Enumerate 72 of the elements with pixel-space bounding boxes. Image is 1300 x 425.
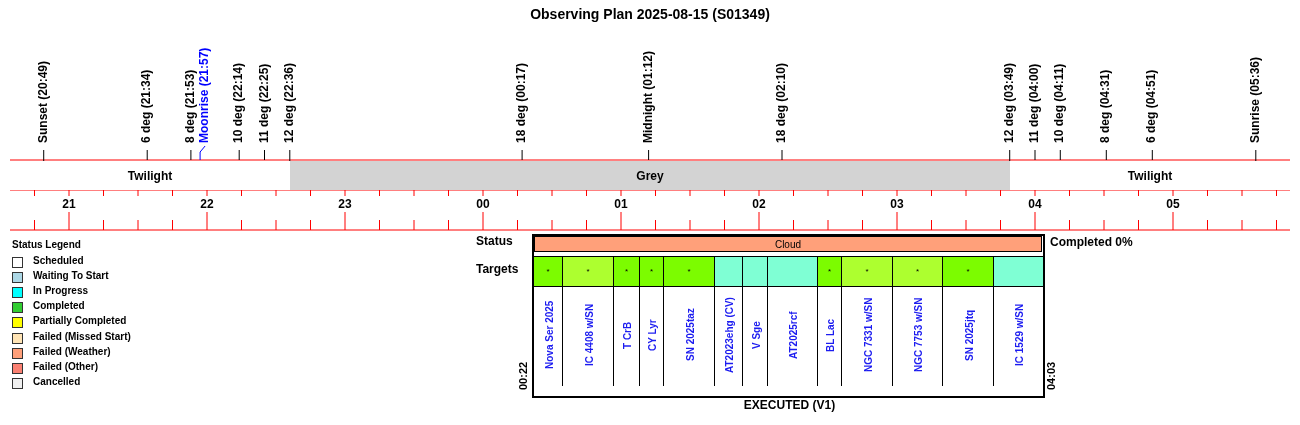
chart-title: Observing Plan 2025-08-15 (S01349)	[529, 6, 771, 22]
event-label: 18 deg (02:10)	[775, 62, 789, 143]
target-name: BL Lac	[824, 318, 836, 352]
target-status-cell: *	[562, 256, 614, 287]
target-status-cell	[993, 256, 1044, 287]
event-label: Midnight (01:12)	[642, 51, 656, 143]
event-label: Sunset (20:49)	[37, 60, 51, 143]
legend-label: Failed (Missed Start)	[33, 330, 131, 342]
hour-label: 21	[61, 197, 77, 211]
event-label: 12 deg (22:36)	[283, 62, 297, 143]
hour-label: 01	[613, 197, 629, 211]
legend-label: Cancelled	[33, 375, 81, 387]
row-label: Status	[476, 234, 513, 248]
legend-title: Status Legend	[12, 239, 81, 250]
target-status-cell	[767, 256, 818, 287]
sky-band: Twilight	[1010, 161, 1290, 190]
hour-label: 22	[199, 197, 215, 211]
completion-label: Completed 0%	[1050, 235, 1133, 249]
time-label: 04:03	[1044, 361, 1058, 390]
hour-label: 00	[475, 197, 491, 211]
target-name: Nova Ser 2025	[543, 300, 554, 370]
hour-label: 02	[751, 197, 767, 211]
legend-label: In Progress	[33, 285, 89, 297]
target-name: SN 2025jtq	[963, 309, 974, 361]
target-name: V Sge	[750, 321, 761, 349]
target-name: NGC 7331 w/SN	[862, 297, 873, 373]
event-label: 11 deg (04:00)	[1028, 63, 1042, 143]
time-label: 00:22	[516, 361, 530, 390]
sky-band: Twilight	[10, 161, 290, 190]
event-label: 10 deg (04:11)	[1053, 63, 1067, 143]
event-label: 8 deg (21:53)	[184, 69, 198, 143]
event-label: 12 deg (03:49)	[1003, 62, 1017, 143]
target-name: CY Lyr	[646, 319, 658, 351]
target-name: NGC 7753 w/SN	[912, 297, 924, 373]
event-label: 10 deg (22:14)	[232, 62, 246, 143]
hour-label: 04	[1027, 197, 1043, 211]
target-name: IC 4408 w/SN	[583, 303, 594, 367]
row-label: Targets	[476, 262, 519, 276]
target-name: AT2023ehg (CV)	[723, 297, 735, 373]
target-status-cell: *	[942, 256, 994, 287]
target-name: T CrB	[621, 321, 633, 349]
target-status-cell: *	[639, 256, 664, 287]
target-status-cell	[742, 256, 768, 287]
target-status-cell: *	[663, 256, 715, 287]
event-label: Sunrise (05:36)	[1249, 56, 1263, 143]
legend-label: Waiting To Start	[33, 270, 109, 282]
sky-band: Grey	[290, 161, 1010, 190]
legend-label: Failed (Weather)	[33, 345, 111, 357]
hour-label: 23	[337, 197, 353, 211]
event-label: Moonrise (21:57)	[198, 47, 212, 143]
status-bar: Cloud	[534, 236, 1042, 252]
hour-label: 05	[1165, 197, 1181, 211]
hour-label: 03	[889, 197, 905, 211]
event-label: 8 deg (04:31)	[1099, 69, 1113, 143]
event-label: 11 deg (22:25)	[257, 63, 272, 143]
target-name: IC 1529 w/SN	[1013, 303, 1025, 367]
target-name: SN 2025taz	[684, 308, 695, 362]
target-status-cell: *	[817, 256, 842, 287]
event-label: 6 deg (04:51)	[1145, 69, 1159, 143]
plan-label: EXECUTED (V1)	[742, 398, 837, 412]
target-status-cell: *	[892, 256, 943, 287]
legend-label: Completed	[33, 300, 85, 312]
legend-label: Failed (Other)	[33, 360, 98, 372]
legend-label: Partially Completed	[33, 315, 127, 327]
target-name: AT2025rcf	[787, 311, 799, 359]
target-status-cell	[714, 256, 743, 287]
target-status-cell: *	[613, 256, 640, 287]
legend-label: Scheduled	[33, 255, 84, 266]
event-label: 18 deg (00:17)	[515, 62, 529, 143]
target-status-cell: *	[533, 256, 563, 287]
event-label: 6 deg (21:34)	[140, 69, 154, 143]
target-status-cell: *	[841, 256, 893, 287]
